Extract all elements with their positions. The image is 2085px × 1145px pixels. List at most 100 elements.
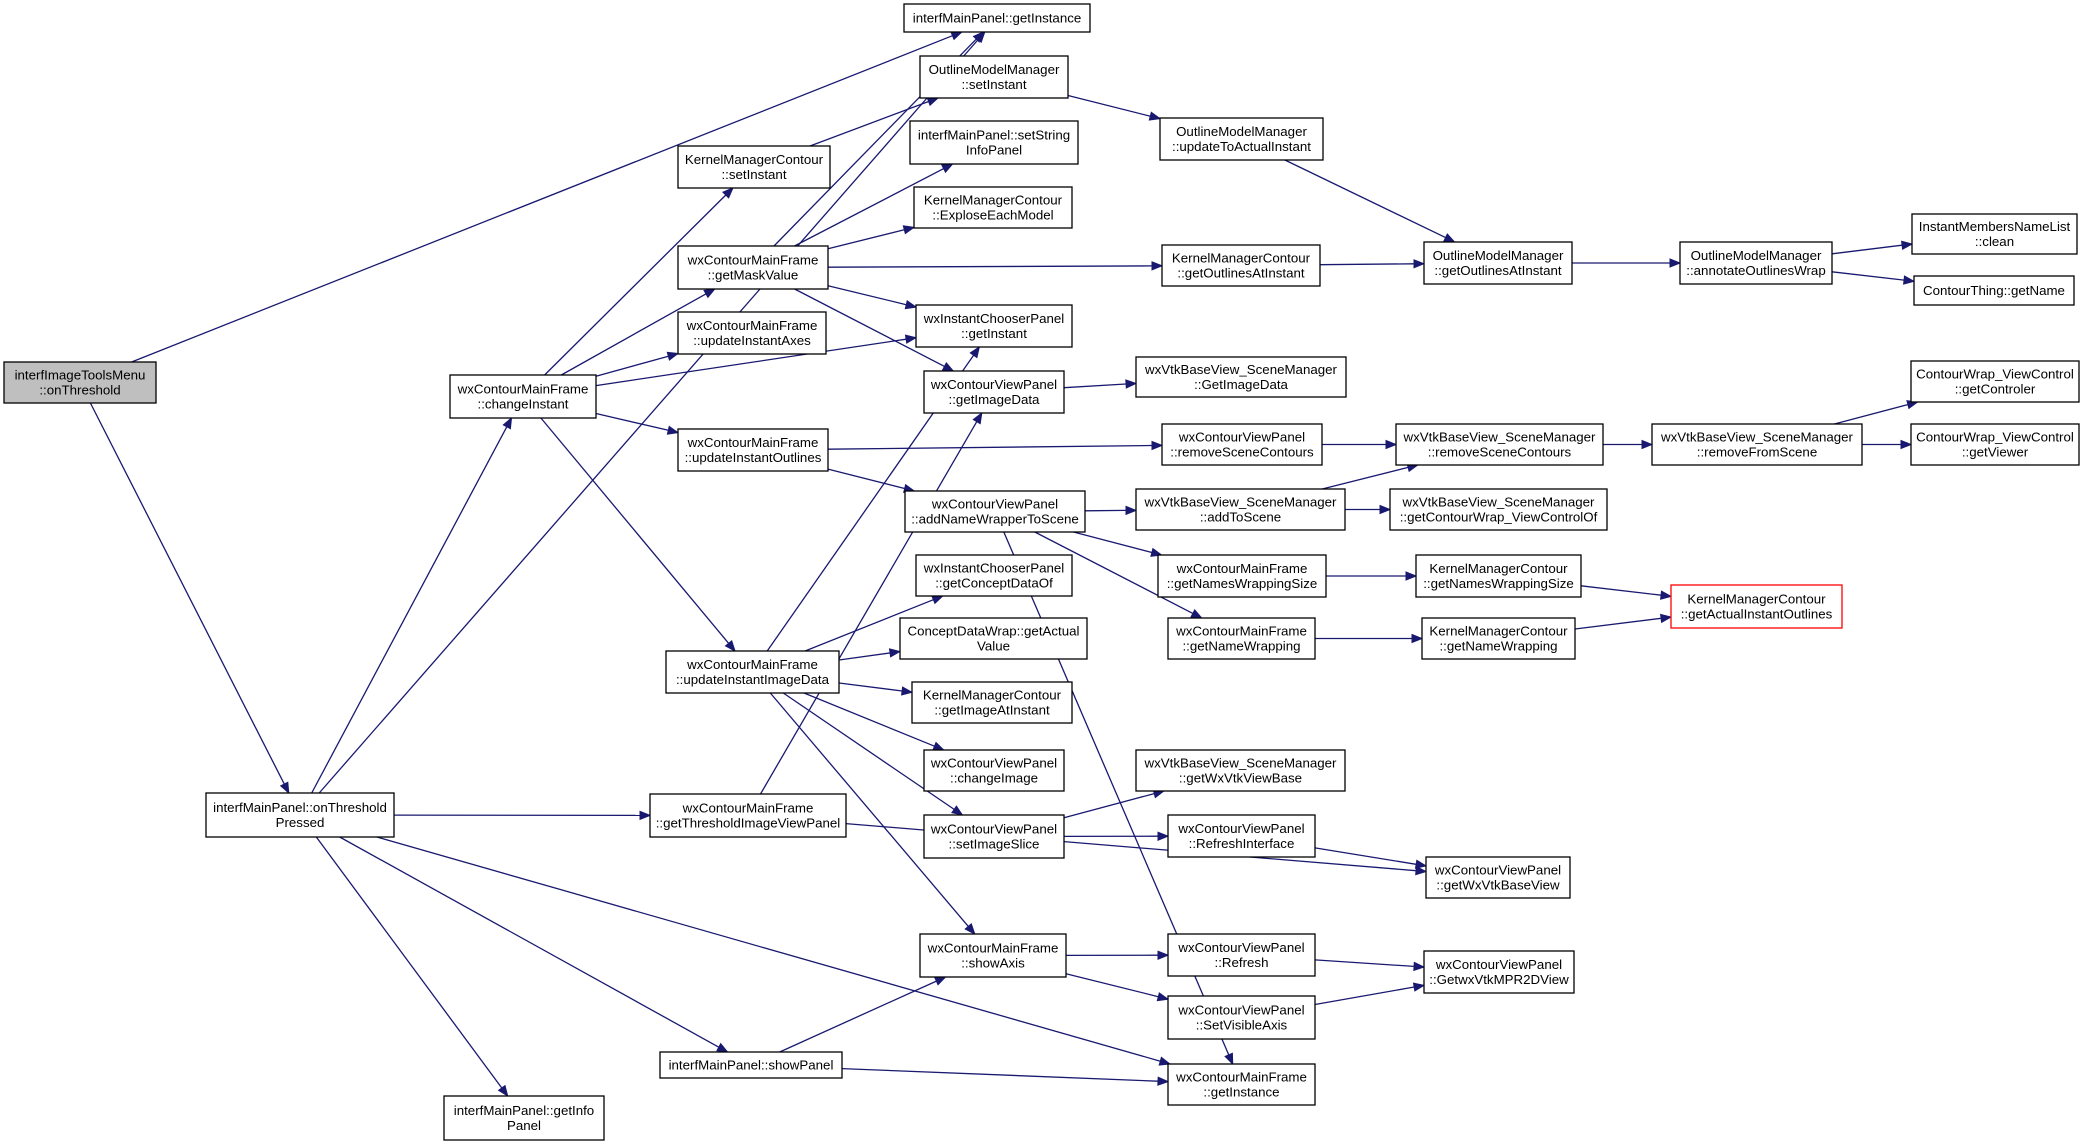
node-vbsm-removescenecontours[interactable]: wxVtkBaseView_SceneManager::removeSceneC… bbox=[1395, 423, 1604, 466]
node-label-line: wxContourMainFrame bbox=[927, 941, 1059, 956]
node-cmf-getnameswrappingsize[interactable]: wxContourMainFrame::getNamesWrappingSize bbox=[1157, 554, 1327, 598]
node-label-line: OutlineModelManager bbox=[1433, 248, 1564, 263]
node-kmc-getactualinstantoutlines[interactable]: KernelManagerContour::getActualInstantOu… bbox=[1670, 584, 1843, 629]
node-label-line: interfMainPanel::getInstance bbox=[913, 11, 1082, 26]
node-cvp-refresh[interactable]: wxContourViewPanel::Refresh bbox=[1167, 933, 1316, 977]
node-label-line: ::removeSceneContours bbox=[1428, 445, 1572, 460]
edge-cvp_setvisibleaxis-to-cvp_getwxvtkmpr2dview bbox=[1314, 982, 1426, 1006]
node-imp-showpanel[interactable]: interfMainPanel::showPanel bbox=[659, 1051, 843, 1079]
node-cmf-updateinstantoutlines[interactable]: wxContourMainFrame::updateInstantOutline… bbox=[677, 428, 829, 472]
edge-imp_onthresholdpressed-to-cmf_getinstance bbox=[376, 836, 1172, 1066]
node-cmf-getmaskvalue[interactable]: wxContourMainFrame::getMaskValue bbox=[677, 245, 829, 290]
node-cvp-setimageslice[interactable]: wxContourViewPanel::setImageSlice bbox=[923, 814, 1065, 859]
node-cvp-getimagedata[interactable]: wxContourViewPanel::getImageData bbox=[923, 370, 1065, 414]
node-label-line: wxContourViewPanel bbox=[1435, 957, 1562, 972]
node-label-line: wxContourViewPanel bbox=[1177, 940, 1304, 955]
node-label-line: wxInstantChooserPanel bbox=[923, 561, 1064, 576]
node-imnl-clean[interactable]: InstantMembersNameList::clean bbox=[1911, 213, 2078, 255]
node-label-line: ::GetImageData bbox=[1194, 377, 1288, 392]
node-icp-getconceptdataof[interactable]: wxInstantChooserPanel::getConceptDataOf bbox=[915, 554, 1073, 597]
node-label-line: ::getThresholdImageViewPanel bbox=[656, 816, 841, 831]
node-label-line: interfMainPanel::setString bbox=[918, 128, 1070, 143]
edge-cmf_showaxis-to-cvp_setvisibleaxis bbox=[1065, 973, 1170, 1002]
node-label-line: ::addToScene bbox=[1200, 510, 1281, 525]
edge-imp_onthresholdpressed-to-imp_showpanel bbox=[339, 836, 729, 1053]
edge-cvp_addnamewrappertoscene-to-cmf_getinstance bbox=[1003, 531, 1234, 1066]
node-kmc-getnameswrappingsize[interactable]: KernelManagerContour::getNamesWrappingSi… bbox=[1415, 554, 1582, 598]
node-omm-annotateoutlineswrap[interactable]: OutlineModelManager::annotateOutlinesWra… bbox=[1679, 241, 1833, 285]
node-cvp-refreshinterface[interactable]: wxContourViewPanel::RefreshInterface bbox=[1167, 814, 1316, 858]
node-label-line: ConceptDataWrap::getActual bbox=[908, 624, 1080, 639]
edge-cmf_getmaskvalue-to-icp_getinstant bbox=[827, 285, 918, 310]
node-label-line: ::RefreshInterface bbox=[1189, 836, 1295, 851]
edge-imp_onthresholdpressed-to-cmf_changeinstant bbox=[311, 416, 513, 794]
node-vbsm-getimagedata[interactable]: wxVtkBaseView_SceneManager::GetImageData bbox=[1135, 356, 1347, 398]
node-cmf-getinstance[interactable]: wxContourMainFrame::getInstance bbox=[1167, 1063, 1316, 1106]
node-vbsm-getcontourwrapviewcontrolof[interactable]: wxVtkBaseView_SceneManager::getContourWr… bbox=[1389, 488, 1608, 531]
node-cmf-updateinstantaxes[interactable]: wxContourMainFrame::updateInstantAxes bbox=[677, 311, 827, 355]
edge-kmc_getnamewrapping-to-kmc_getactualinstantoutlines bbox=[1574, 613, 1673, 630]
edge-cvp_refreshinterface-to-cvp_getwxvtkbaseview bbox=[1314, 847, 1428, 869]
node-label-line: ContourThing::getName bbox=[1923, 283, 2065, 298]
edge-vbsm_addtoscene-to-vbsm_removescenecontours bbox=[1322, 463, 1420, 490]
node-label-line: wxVtkBaseView_SceneManager bbox=[1402, 495, 1596, 510]
node-label-line: interfMainPanel::showPanel bbox=[669, 1058, 834, 1073]
node-cmf-showaxis[interactable]: wxContourMainFrame::showAxis bbox=[919, 933, 1067, 978]
edge-cmf_getnamewrapping-to-kmc_getnamewrapping bbox=[1315, 633, 1424, 644]
node-vbsm-getwxvtkviewbase[interactable]: wxVtkBaseView_SceneManager::getWxVtkView… bbox=[1135, 749, 1346, 792]
node-ct-getname[interactable]: ContourThing::getName bbox=[1913, 275, 2075, 306]
edge-vbsm_addtoscene-to-vbsm_getcontourwrapviewcontrolof bbox=[1345, 504, 1392, 515]
node-omm-updatetoactualinstant[interactable]: OutlineModelManager::updateToActualInsta… bbox=[1159, 117, 1324, 161]
node-label-line: ::updateInstantImageData bbox=[676, 672, 830, 687]
node-label-line: ::updateInstantOutlines bbox=[685, 450, 822, 465]
node-label-line: ::changeInstant bbox=[478, 397, 569, 412]
node-kmc-getimageatinstant[interactable]: KernelManagerContour::getImageAtInstant bbox=[911, 681, 1073, 724]
node-label-line: ::ExploseEachModel bbox=[932, 208, 1053, 223]
node-kmc-exploseeachmodel[interactable]: KernelManagerContour::ExploseEachModel bbox=[913, 186, 1073, 229]
node-omm-setinstant[interactable]: OutlineModelManager::setInstant bbox=[919, 55, 1069, 99]
node-icp-getinstant[interactable]: wxInstantChooserPanel::getInstant bbox=[915, 304, 1073, 348]
node-cmf-changeinstant[interactable]: wxContourMainFrame::changeInstant bbox=[449, 374, 597, 419]
node-kmc-getnamewrapping[interactable]: KernelManagerContour::getNameWrapping bbox=[1421, 617, 1576, 660]
node-kmc-setinstant[interactable]: KernelManagerContour::setInstant bbox=[677, 145, 831, 189]
node-label-line: KernelManagerContour bbox=[1429, 624, 1568, 639]
node-cvp-getwxvtkmpr2dview[interactable]: wxContourViewPanel::GetwxVtkMPR2DView bbox=[1423, 950, 1575, 994]
node-label-line: ::getActualInstantOutlines bbox=[1681, 607, 1833, 622]
node-cvp-changeimage[interactable]: wxContourViewPanel::changeImage bbox=[923, 749, 1065, 792]
node-label-line: interfMainPanel::onThreshold bbox=[213, 800, 387, 815]
node-cvp-addnamewrappertoscene[interactable]: wxContourViewPanel::addNameWrapperToScen… bbox=[904, 490, 1086, 533]
node-cmf-getnamewrapping[interactable]: wxContourMainFrame::getNameWrapping bbox=[1167, 617, 1316, 660]
node-cmf-getthresholdimageviewpanel[interactable]: wxContourMainFrame::getThresholdImageVie… bbox=[649, 793, 847, 838]
node-imp-getinstance[interactable]: interfMainPanel::getInstance bbox=[903, 3, 1091, 33]
node-cwvc-getcontroler[interactable]: ContourWrap_ViewControl::getControler bbox=[1910, 360, 2080, 403]
node-label-line: ::Refresh bbox=[1215, 955, 1269, 970]
node-cvp-getwxvtkbaseview[interactable]: wxContourViewPanel::getWxVtkBaseView bbox=[1425, 856, 1571, 899]
node-cmf-updateinstantimagedata[interactable]: wxContourMainFrame::updateInstantImageDa… bbox=[665, 650, 840, 694]
node-label-line: ::onThreshold bbox=[39, 383, 120, 398]
edge-cmf_changeinstant-to-cmf_updateinstantoutlines bbox=[595, 412, 680, 435]
node-cvp-setvisibleaxis[interactable]: wxContourViewPanel::SetVisibleAxis bbox=[1167, 995, 1316, 1040]
edge-cvp_refresh-to-cvp_getwxvtkmpr2dview bbox=[1314, 959, 1426, 972]
edge-cvp_removescenecontours-to-vbsm_removescenecontours bbox=[1322, 439, 1398, 450]
node-label-line: ::changeImage bbox=[950, 771, 1038, 786]
node-vbsm-addtoscene[interactable]: wxVtkBaseView_SceneManager::addToScene bbox=[1135, 488, 1346, 531]
node-cvp-removescenecontours[interactable]: wxContourViewPanel::removeSceneContours bbox=[1161, 423, 1323, 466]
node-label-line: InstantMembersNameList bbox=[1919, 219, 2071, 234]
node-kmc-getoutlinesatinstant[interactable]: KernelManagerContour::getOutlinesAtInsta… bbox=[1161, 244, 1321, 287]
node-omm-getoutlinesatinstant[interactable]: OutlineModelManager::getOutlinesAtInstan… bbox=[1423, 241, 1573, 285]
node-vbsm-removefromscene[interactable]: wxVtkBaseView_SceneManager::removeFromSc… bbox=[1651, 423, 1863, 466]
node-label-line: ::removeSceneContours bbox=[1170, 445, 1314, 460]
node-cwvc-getviewer[interactable]: ContourWrap_ViewControl::getViewer bbox=[1910, 423, 2080, 466]
edge-cmf_getmaskvalue-to-kmc_exploseeachmodel bbox=[827, 225, 916, 250]
node-iitm-onthreshold[interactable]: interfImageToolsMenu::onThreshold bbox=[3, 361, 157, 404]
edge-cmf_getthresholdimageviewpanel-to-cvp_getimagedata bbox=[759, 411, 983, 795]
node-label-line: wxContourViewPanel bbox=[1177, 821, 1304, 836]
edge-cmf_changeinstant-to-cmf_getmaskvalue bbox=[560, 288, 716, 376]
node-label-line: ::getInstant bbox=[961, 326, 1027, 341]
node-label-line: wxContourViewPanel bbox=[931, 497, 1058, 512]
node-label-line: wxContourMainFrame bbox=[686, 318, 818, 333]
